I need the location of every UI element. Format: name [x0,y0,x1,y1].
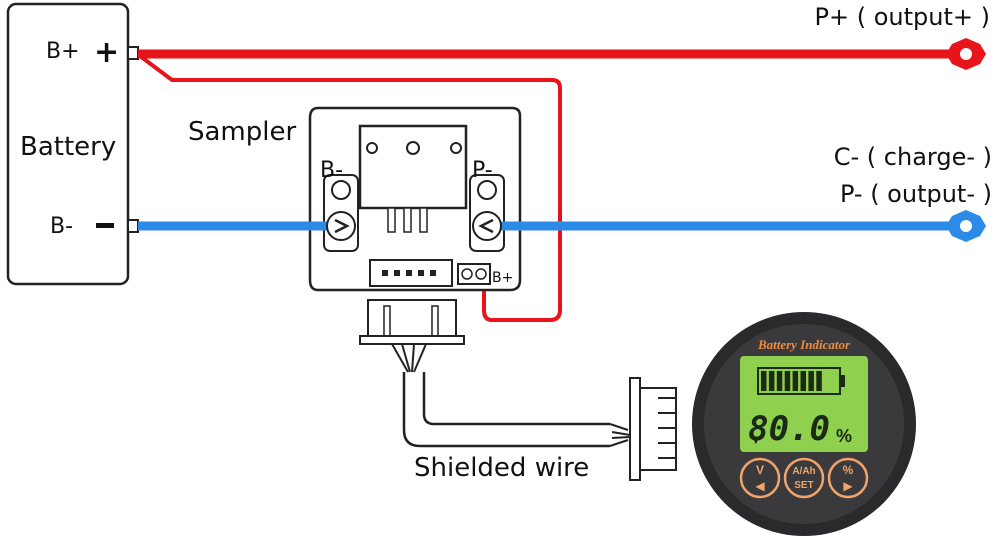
battery-body [6,2,130,286]
connector-pin [430,270,436,276]
v-button-ring[interactable] [739,457,781,499]
connector-pin [382,270,388,276]
lcd-battery-segment [776,371,783,391]
lcd-battery-segment [816,371,822,391]
lcd-battery-segment [808,371,814,391]
v-button-label: V [756,463,764,477]
negative-wires [138,211,955,241]
cable-end-wires [609,423,631,447]
lcd-indicator-triangle: ▼ [750,433,762,447]
percent-button-ring[interactable] [827,457,869,499]
bplus-screw [475,268,487,280]
battery-label: Battery [20,132,116,162]
shunt-leg [387,207,396,233]
plug-prong [431,305,439,337]
shunt-leg [419,207,428,233]
shunt-screw-center [406,141,420,155]
shunt-leg [403,207,412,233]
b-minus-lug [326,211,356,241]
sampler: B- P- B+ [308,106,522,292]
lcd-battery-segment [792,371,799,391]
cable-outline [402,372,610,448]
battery-pos-label: B+ [46,39,80,64]
indicator-plug-flange [629,377,641,481]
set-button-label: SET [794,480,813,491]
c-minus-terminal-hole [960,220,972,232]
connector-pin [394,270,400,276]
lcd-reading: 80.0 [748,409,830,449]
b-minus-lug-arrow [334,218,350,234]
lcd-battery-segment [761,371,767,391]
connector-pin [418,270,424,276]
a-ah-button-label: A/Ah [792,466,815,477]
shunt-screw-right [450,142,462,154]
sampler-label: Sampler [188,117,296,147]
p-minus-label: P- ( output- ) [840,180,992,208]
battery-neg-terminal [127,219,139,233]
p-minus-post-hole [477,180,497,200]
battery: B+ + Battery B- [6,2,139,286]
battery-neg-sign [96,223,114,228]
sampler-p-minus-label: P- [472,158,493,183]
positive-wires [138,49,955,322]
set-button[interactable]: A/Ah SET [783,457,825,499]
left-arrow-icon: ◀ [755,479,765,493]
percent-right-button[interactable]: % ▶ [827,457,869,499]
sampler-b-minus-label: B- [320,158,343,183]
sampler-bplus-terminal [457,263,491,285]
p-plus-terminal-hole [960,48,972,60]
c-minus-label: C- ( charge- ) [834,143,992,171]
set-button-ring[interactable] [783,457,825,499]
battery-neg-label: B- [50,214,73,239]
lcd-battery-bars [761,371,822,391]
shunt-body [358,124,468,210]
right-arrow-icon: ▶ [843,479,853,493]
p-minus-lug [472,211,502,241]
indicator-title: Battery Indicator [757,337,851,352]
lcd-battery-tip [840,375,845,387]
p-plus-output-terminal [946,38,986,70]
plug-wires [391,343,427,373]
sampler-small-bplus-label: B+ [492,270,513,286]
plug-prong [383,305,391,337]
shunt-screw-left [366,142,378,154]
c-minus-output-terminal [946,210,986,242]
bplus-screw [461,268,473,280]
lcd-battery-segment [800,371,806,391]
battery-pos-sign: + [94,35,119,70]
lcd-battery-segment [784,371,791,391]
plug-flange [359,335,465,345]
b-minus-post-hole [331,180,351,200]
percent-button-label: % [843,463,854,477]
lcd-unit: % [836,426,852,446]
sampler-bplus-wire [138,54,562,322]
battery-pos-terminal [127,46,139,60]
v-left-button[interactable]: V ◀ [739,457,781,499]
shielded-wire-label: Shielded wire [414,453,589,483]
p-minus-lug-arrow [478,218,494,234]
battery-indicator: Battery Indicator ▼ 80.0 % V ◀ A/Ah SET … [692,312,916,536]
sampler-plug [367,299,457,337]
p-plus-label: P+ ( output+ ) [815,3,990,31]
shielded-cable [359,299,677,481]
lcd-battery-segment [768,371,775,391]
connector-pin [406,270,412,276]
